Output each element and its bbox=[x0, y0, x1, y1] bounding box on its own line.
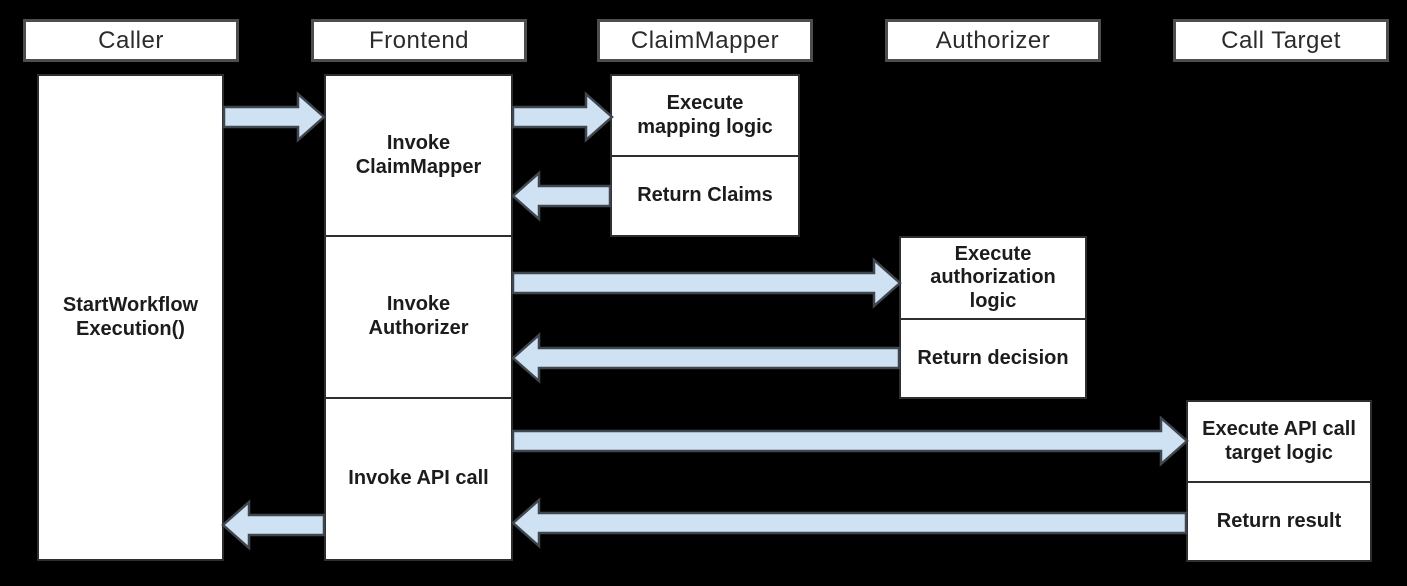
activation-authorizer: Execute authorization logic Return decis… bbox=[899, 236, 1087, 399]
participant-label: Call Target bbox=[1221, 26, 1341, 54]
participant-header-authorizer: Authorizer bbox=[885, 19, 1101, 62]
step-return-result: Return result bbox=[1188, 481, 1370, 560]
participant-header-calltarget: Call Target bbox=[1173, 19, 1389, 62]
participant-header-claimmapper: ClaimMapper bbox=[597, 19, 813, 62]
participant-header-frontend: Frontend bbox=[311, 19, 527, 62]
activation-claimmapper: Execute mapping logic Return Claims bbox=[610, 74, 800, 237]
participant-label: Frontend bbox=[368, 26, 470, 54]
step-startworkflowexecution: StartWorkflow Execution() bbox=[62, 293, 199, 340]
participant-label: Authorizer bbox=[935, 26, 1051, 54]
arrow-authorizer-to-frontend bbox=[511, 332, 901, 384]
arrow-frontend-to-calltarget bbox=[511, 415, 1189, 467]
step-return-claims: Return Claims bbox=[612, 155, 798, 235]
participant-label: Caller bbox=[98, 26, 164, 54]
activation-frontend: Invoke ClaimMapper Invoke Authorizer Inv… bbox=[324, 74, 513, 561]
participant-label: ClaimMapper bbox=[630, 26, 780, 54]
participant-header-caller: Caller bbox=[23, 19, 239, 62]
activation-caller: StartWorkflow Execution() bbox=[37, 74, 224, 561]
step-invoke-api-call: Invoke API call bbox=[326, 397, 511, 559]
arrow-claimmapper-to-frontend bbox=[511, 170, 612, 222]
step-execute-mapping-logic: Execute mapping logic bbox=[637, 91, 773, 138]
arrow-frontend-to-claimmapper bbox=[511, 91, 614, 143]
activation-calltarget: Execute API call target logic Return res… bbox=[1186, 400, 1372, 562]
step-invoke-claimmapper: Invoke ClaimMapper bbox=[355, 131, 482, 178]
step-execute-authorization-logic: Execute authorization logic bbox=[930, 242, 1056, 312]
arrow-frontend-to-caller bbox=[221, 499, 326, 551]
arrow-calltarget-to-frontend bbox=[511, 497, 1188, 549]
step-return-decision: Return decision bbox=[901, 318, 1085, 397]
arrow-caller-to-frontend bbox=[222, 91, 326, 143]
step-execute-api-call-target-logic: Execute API call target logic bbox=[1202, 417, 1356, 464]
arrow-frontend-to-authorizer bbox=[511, 257, 902, 309]
step-invoke-authorizer: Invoke Authorizer bbox=[326, 235, 511, 397]
